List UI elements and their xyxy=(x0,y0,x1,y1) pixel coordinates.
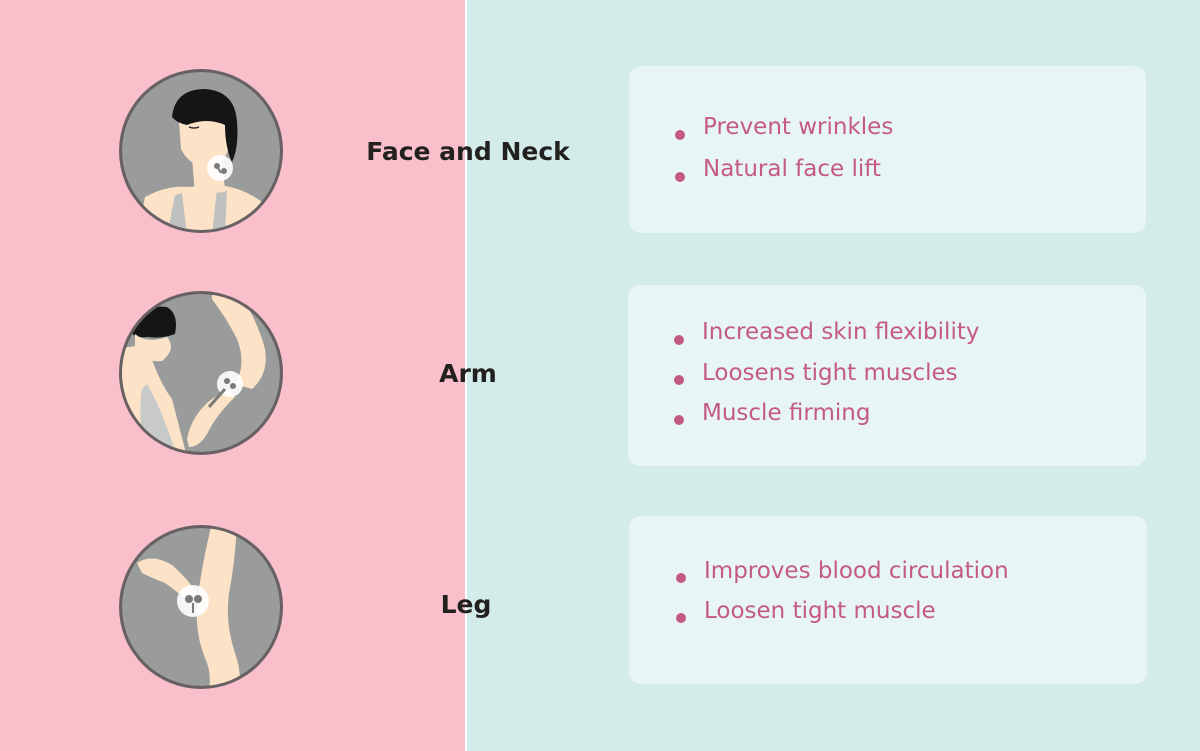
benefits-card-arm: Increased skin flexibility Loosens tight… xyxy=(628,285,1146,466)
section-label-face-and-neck: Face and Neck xyxy=(366,137,570,166)
arm-massage-icon xyxy=(117,289,285,457)
list-item: Improves blood circulation xyxy=(674,558,1147,598)
list-item: Loosens tight muscles xyxy=(672,360,1146,400)
bullet-icon xyxy=(675,130,685,140)
panel-divider xyxy=(465,0,467,751)
list-item: Loosen tight muscle xyxy=(674,598,1147,638)
leg-massage-icon xyxy=(117,523,285,691)
face-massage-icon xyxy=(117,67,285,235)
list-item: Natural face lift xyxy=(673,156,1146,198)
list-item: Muscle firming xyxy=(672,400,1146,440)
benefits-list: Increased skin flexibility Loosens tight… xyxy=(672,319,1146,440)
bullet-icon xyxy=(674,375,684,385)
bullet-icon xyxy=(675,172,685,182)
benefits-list: Prevent wrinkles Natural face lift xyxy=(673,114,1146,198)
benefits-card-leg: Improves blood circulation Loosen tight … xyxy=(629,516,1147,684)
section-label-leg: Leg xyxy=(440,590,492,619)
list-item: Increased skin flexibility xyxy=(672,319,1146,360)
bullet-icon xyxy=(674,334,684,345)
benefits-list: Improves blood circulation Loosen tight … xyxy=(674,558,1147,638)
benefits-card-face-and-neck: Prevent wrinkles Natural face lift xyxy=(629,66,1146,233)
section-label-arm: Arm xyxy=(439,359,497,388)
bullet-icon xyxy=(676,573,686,583)
bullet-icon xyxy=(676,613,686,623)
list-item: Prevent wrinkles xyxy=(673,114,1146,156)
bullet-icon xyxy=(674,415,684,425)
